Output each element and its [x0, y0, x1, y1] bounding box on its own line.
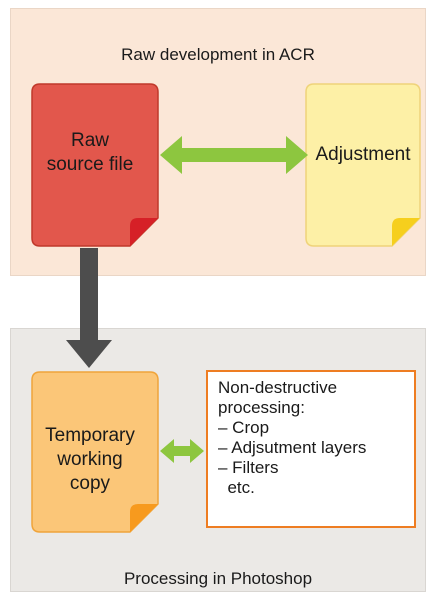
processing-item-layers: – Adjsutment layers [218, 438, 367, 457]
acr-panel-title: Raw development in ACR [121, 45, 315, 64]
raw-source-doc-fold [130, 218, 158, 246]
raw-source-doc-shape [31, 83, 159, 247]
double-arrow-top [160, 136, 308, 174]
processing-heading-1: Non-destructive [218, 378, 338, 397]
processing-item-etc: etc. [218, 478, 255, 497]
processing-item-crop: – Crop [218, 418, 270, 437]
processing-item-filters: – Filters [218, 458, 279, 477]
processing-box: Non-destructive processing: – Crop – Adj… [206, 370, 416, 528]
double-arrow-bottom [160, 439, 204, 463]
processing-heading-2: processing: [218, 398, 305, 417]
adjustment-label: Adjustment [315, 144, 411, 165]
photoshop-panel-title: Processing in Photoshop [123, 569, 313, 588]
temp-copy-doc-fold [130, 504, 158, 532]
temporary-copy-label: Temporary working copy [45, 425, 135, 494]
temp-copy-doc-shape [31, 371, 159, 533]
raw-source-label: Raw source file [46, 130, 134, 175]
adjustment-doc-shape [305, 83, 421, 247]
down-arrow [66, 248, 112, 368]
adjustment-doc-fold [392, 218, 420, 246]
